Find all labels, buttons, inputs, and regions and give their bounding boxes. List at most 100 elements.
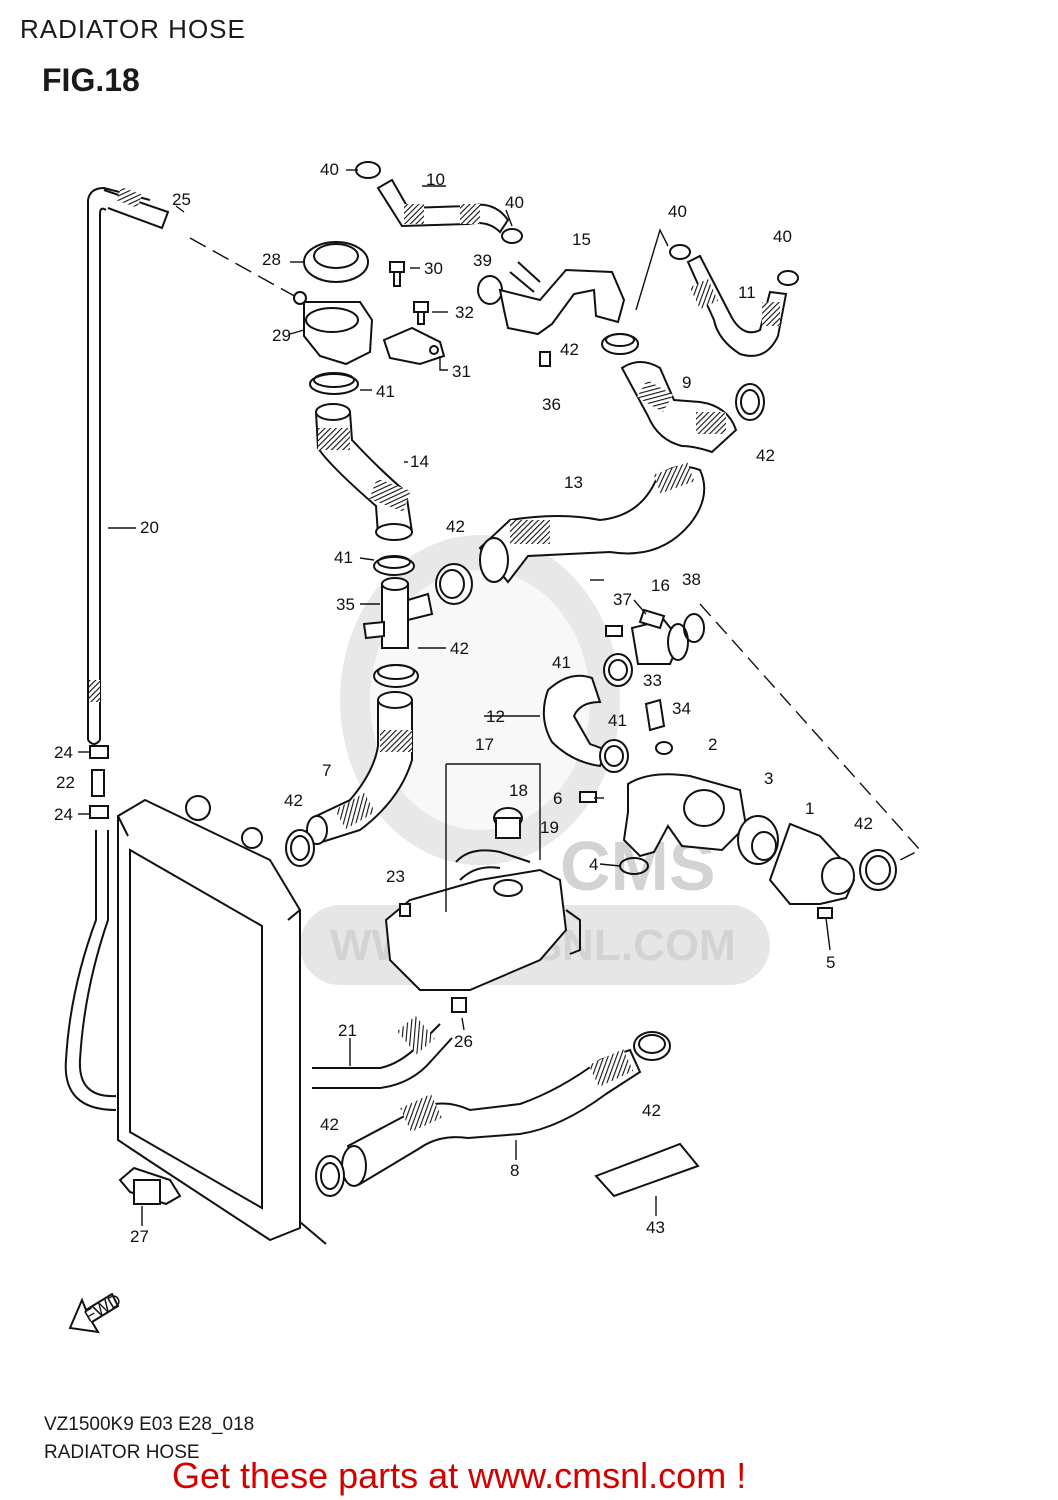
callout-21: 21 [338, 1021, 357, 1040]
part-8-hose [341, 1048, 642, 1187]
part-40-clamp-b [501, 228, 523, 244]
part-41-clamp-lower [599, 739, 629, 773]
part-12-hose [542, 674, 608, 768]
callout-40: 40 [320, 160, 339, 179]
callout-40: 40 [668, 202, 687, 221]
callout-23: 23 [386, 867, 405, 886]
callout-41: 41 [552, 653, 571, 672]
callout-labels: 40 10 25 40 15 40 40 39 28 30 11 29 32 4… [54, 160, 873, 1246]
part-42-clamp-g [633, 1031, 671, 1061]
part-13-hose [478, 462, 706, 584]
footer-title: RADIATOR HOSE [44, 1442, 200, 1463]
part-35-joint [362, 577, 434, 649]
part-10-hose [376, 178, 510, 234]
callout-42: 42 [320, 1115, 339, 1134]
part-42-clamp-e [735, 383, 765, 421]
callout-16: 16 [651, 576, 670, 595]
callout-32: 32 [455, 303, 474, 322]
fwd-arrow-icon: FWD [68, 1290, 124, 1334]
callout-31: 31 [452, 362, 471, 381]
part-42-clamp-h [315, 1155, 345, 1197]
callout-27: 27 [130, 1227, 149, 1246]
fwd-label: FWD [81, 1290, 124, 1326]
part-39-oring [477, 275, 503, 305]
callout-42: 42 [854, 814, 873, 833]
callout-40: 40 [505, 193, 524, 212]
part-40-clamp-c [669, 244, 691, 260]
part-41-clamp-top [309, 372, 359, 395]
part-3-thermostat [737, 815, 779, 865]
cta-link[interactable]: Get these parts at www.cmsnl.com ! [172, 1455, 747, 1496]
radiator-lower-hose [64, 830, 117, 1111]
part-1-cover [768, 822, 856, 919]
part-11-hose [686, 254, 788, 357]
part-42-clamp-b [373, 664, 419, 688]
callout-6: 6 [553, 789, 562, 808]
callout-25: 25 [172, 190, 191, 209]
part-36-bolt [539, 351, 551, 367]
part-9-hose [620, 361, 738, 454]
part-41-clamp-right [603, 653, 633, 687]
callout-38: 38 [682, 570, 701, 589]
callout-42: 42 [284, 791, 303, 810]
callout-1: 1 [805, 799, 814, 818]
radiator-core [117, 795, 327, 1245]
callout-19: 19 [540, 818, 559, 837]
callout-2: 2 [708, 735, 717, 754]
callout-11: 11 [738, 283, 756, 302]
callout-20: 20 [140, 518, 159, 537]
callout-15: 15 [572, 230, 591, 249]
part-40-clamp-d [777, 270, 799, 286]
callout-8: 8 [510, 1161, 519, 1180]
callout-34: 34 [672, 699, 691, 718]
callout-40: 40 [773, 227, 792, 246]
leader-15-bracket [635, 228, 669, 311]
callout-43: 43 [646, 1218, 665, 1237]
callout-29: 29 [272, 326, 291, 345]
callout-42: 42 [446, 517, 465, 536]
callout-35: 35 [336, 595, 355, 614]
callout-13: 13 [564, 473, 583, 492]
callout-39: 39 [473, 251, 492, 270]
leader-lines [78, 169, 831, 1226]
callout-7: 7 [322, 761, 331, 780]
part-42-clamp-a [435, 563, 473, 605]
callout-12: 12 [486, 707, 505, 726]
part-27-bracket [118, 1166, 182, 1206]
callout-24: 24 [54, 805, 73, 824]
part-42-clamp-d [601, 333, 639, 355]
callout-41: 41 [334, 548, 353, 567]
part-41-clamp-mid [373, 555, 415, 576]
part-42-clamp-f [859, 849, 897, 891]
callout-9: 9 [682, 373, 691, 392]
callout-42: 42 [642, 1101, 661, 1120]
part-16-37-38-fitting [605, 608, 705, 665]
callout-30: 30 [424, 259, 443, 278]
callout-5: 5 [826, 953, 835, 972]
part-20-hose [87, 186, 299, 745]
callout-42: 42 [560, 340, 579, 359]
part-14-hose [314, 403, 414, 541]
part-28-29-cap-neck [293, 241, 374, 366]
callout-41: 41 [376, 382, 395, 401]
callout-33: 33 [643, 671, 662, 690]
callout-42: 42 [756, 446, 775, 465]
callout-22: 22 [56, 773, 75, 792]
callout-14: 14 [410, 452, 429, 471]
part-22-24-clips [89, 745, 109, 819]
part-43-label [594, 1142, 700, 1198]
callout-10: 10 [426, 170, 445, 189]
callout-42: 42 [450, 639, 469, 658]
leader-38-dashed [699, 603, 922, 861]
part-30-31-32-bracket-bolts [382, 261, 446, 366]
callout-24: 24 [54, 743, 73, 762]
part-15-pipe [498, 261, 626, 336]
callout-26: 26 [454, 1032, 473, 1051]
part-40-clamp-a [355, 161, 381, 179]
figure-number: FIG.18 [42, 62, 140, 98]
callout-41: 41 [608, 711, 627, 730]
part-7-hose [306, 691, 413, 845]
callout-37: 37 [613, 590, 632, 609]
part-33-34-sensor [644, 698, 673, 755]
